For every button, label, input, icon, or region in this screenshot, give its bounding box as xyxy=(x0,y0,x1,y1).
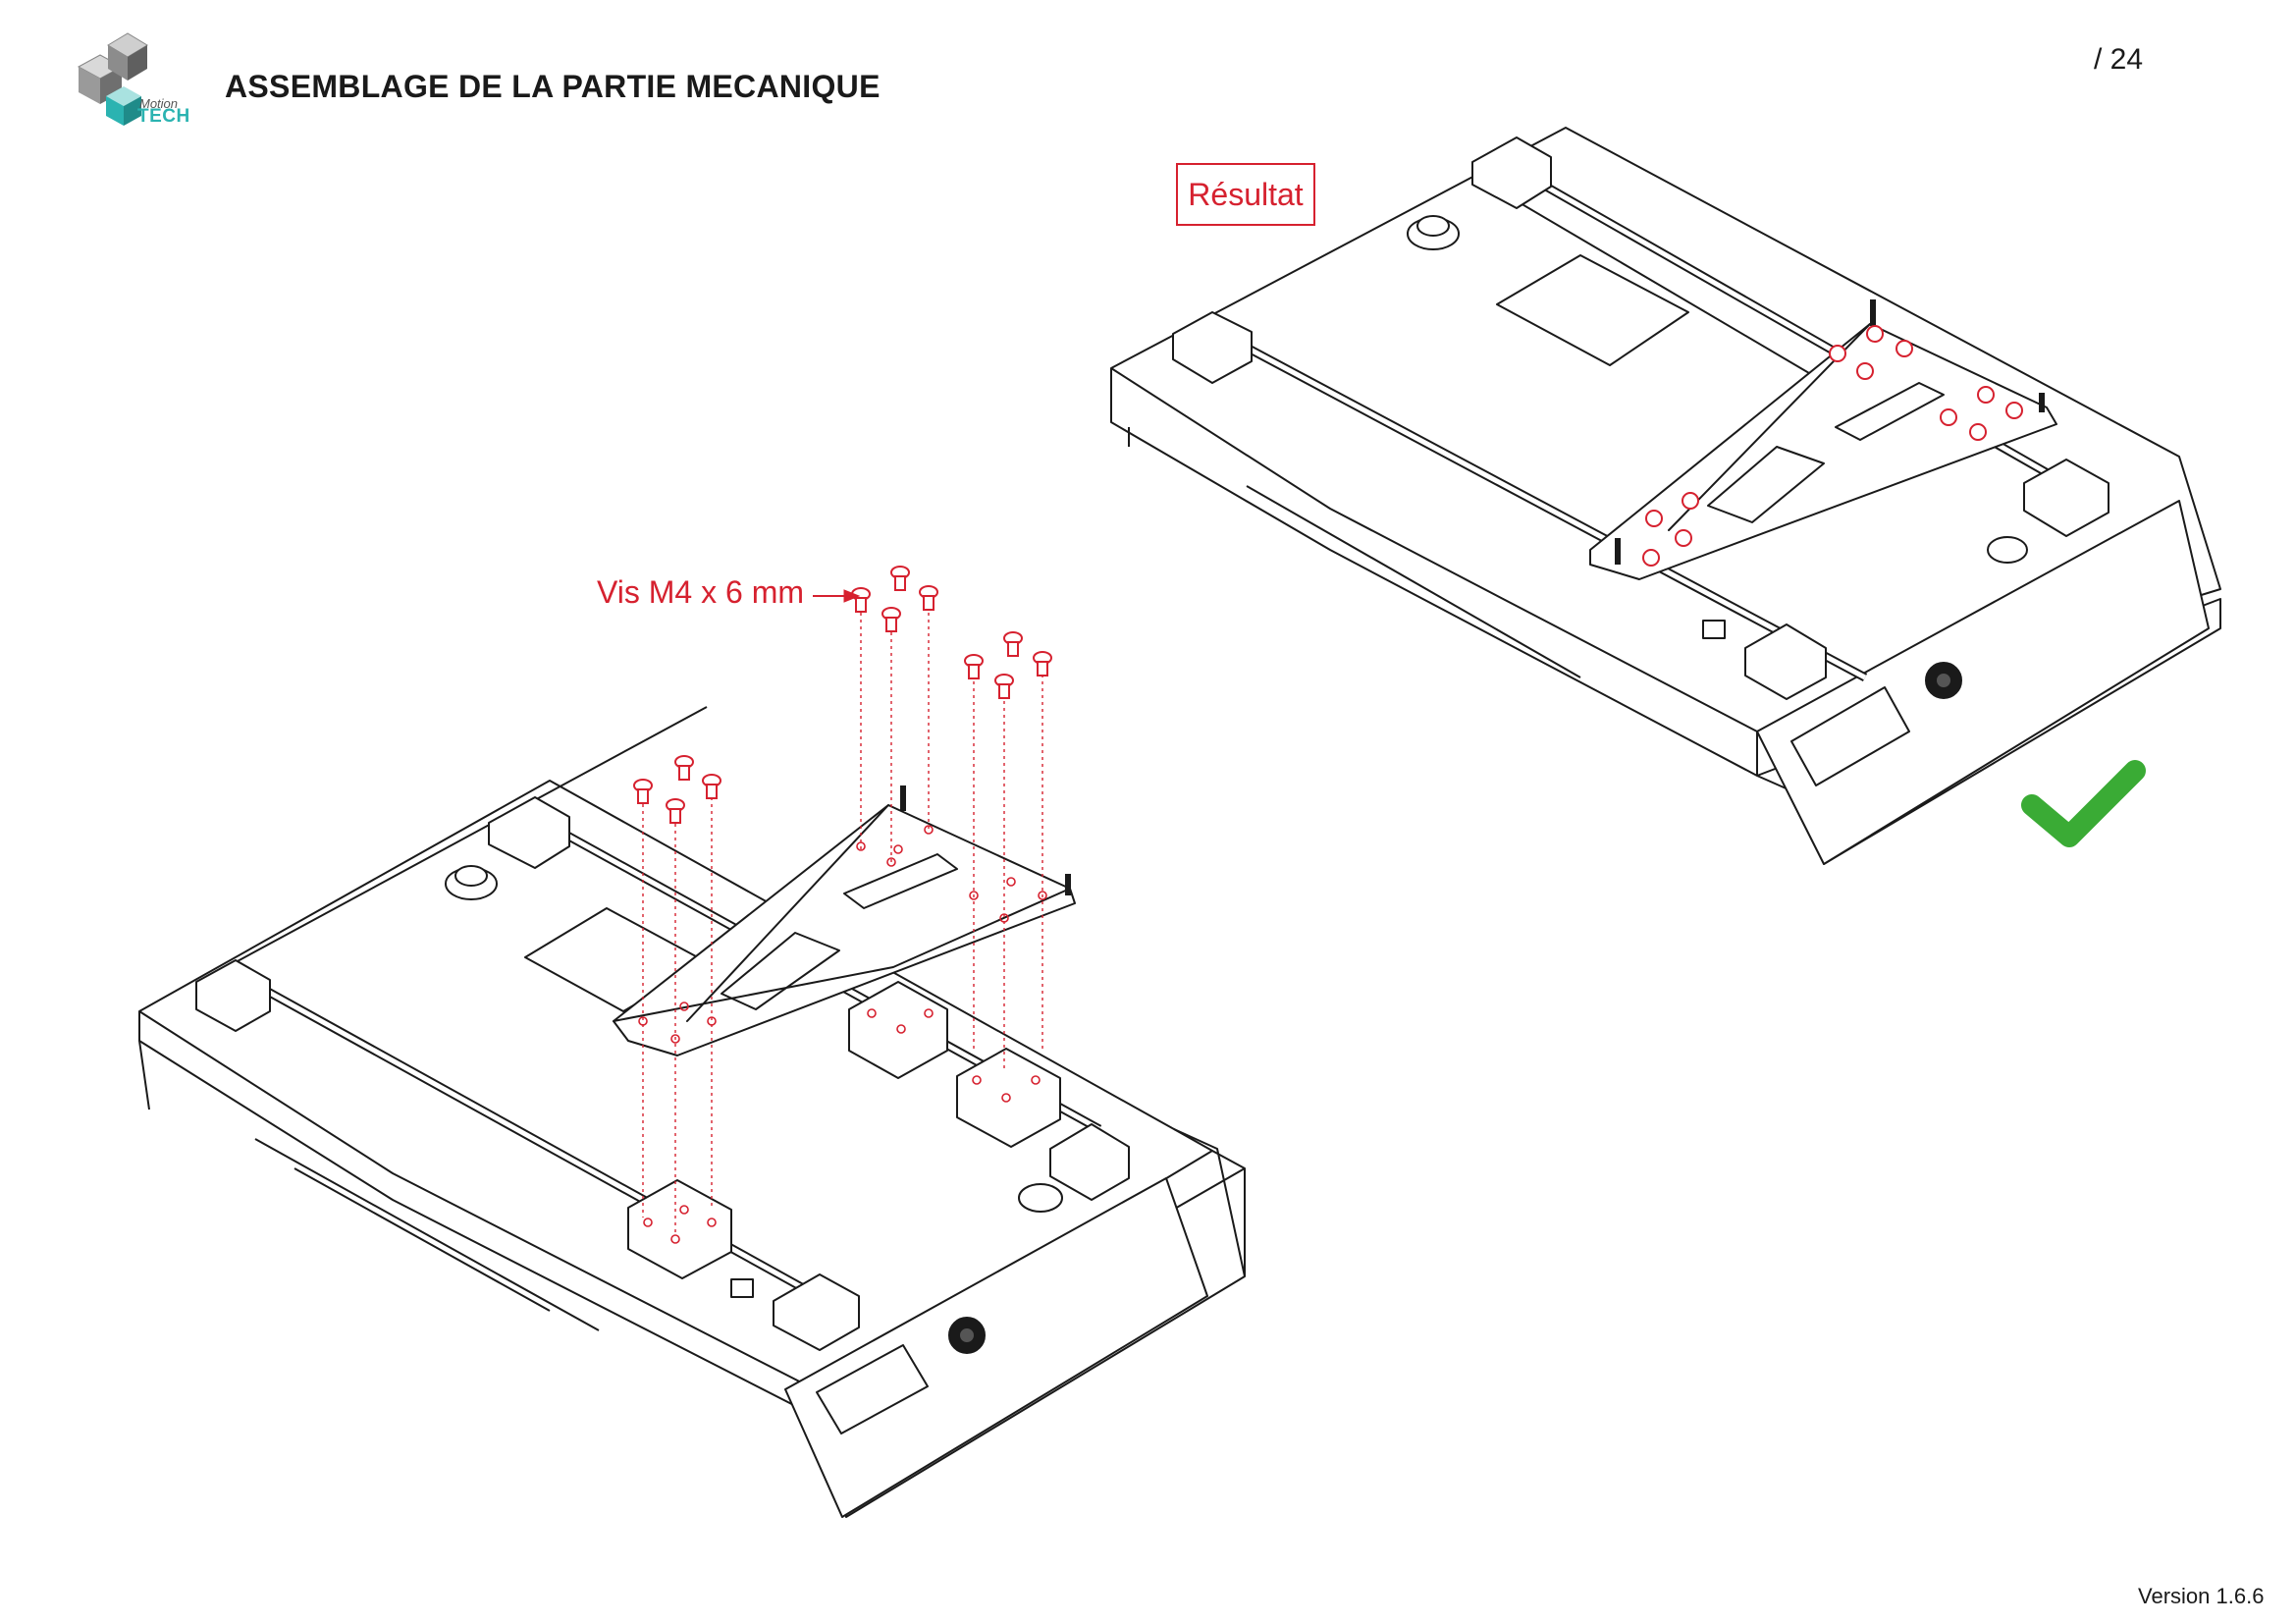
motiontech-logo xyxy=(77,32,148,126)
screw-label: Vis M4 x 6 mm xyxy=(597,574,804,610)
result-label: Résultat xyxy=(1176,163,1315,226)
version-label: Version 1.6.6 xyxy=(2138,1584,2265,1608)
logo-word-large: TECH xyxy=(137,106,190,127)
left-hole-markers xyxy=(638,825,1047,1244)
page-title: ASSEMBLAGE DE LA PARTIE MECANIQUE xyxy=(225,69,881,104)
screw-guide-lines xyxy=(642,599,1043,1232)
right-frame xyxy=(1110,127,2221,865)
check-icon xyxy=(2021,760,2146,847)
left-screws xyxy=(633,566,1052,824)
screw-label-arrow xyxy=(813,589,861,603)
page-number: / 24 xyxy=(2094,43,2144,76)
left-carriage-plate xyxy=(613,785,1076,1056)
right-screws xyxy=(1642,325,2023,567)
logo-word-small: Motion xyxy=(139,96,179,111)
left-frame xyxy=(138,706,1246,1518)
